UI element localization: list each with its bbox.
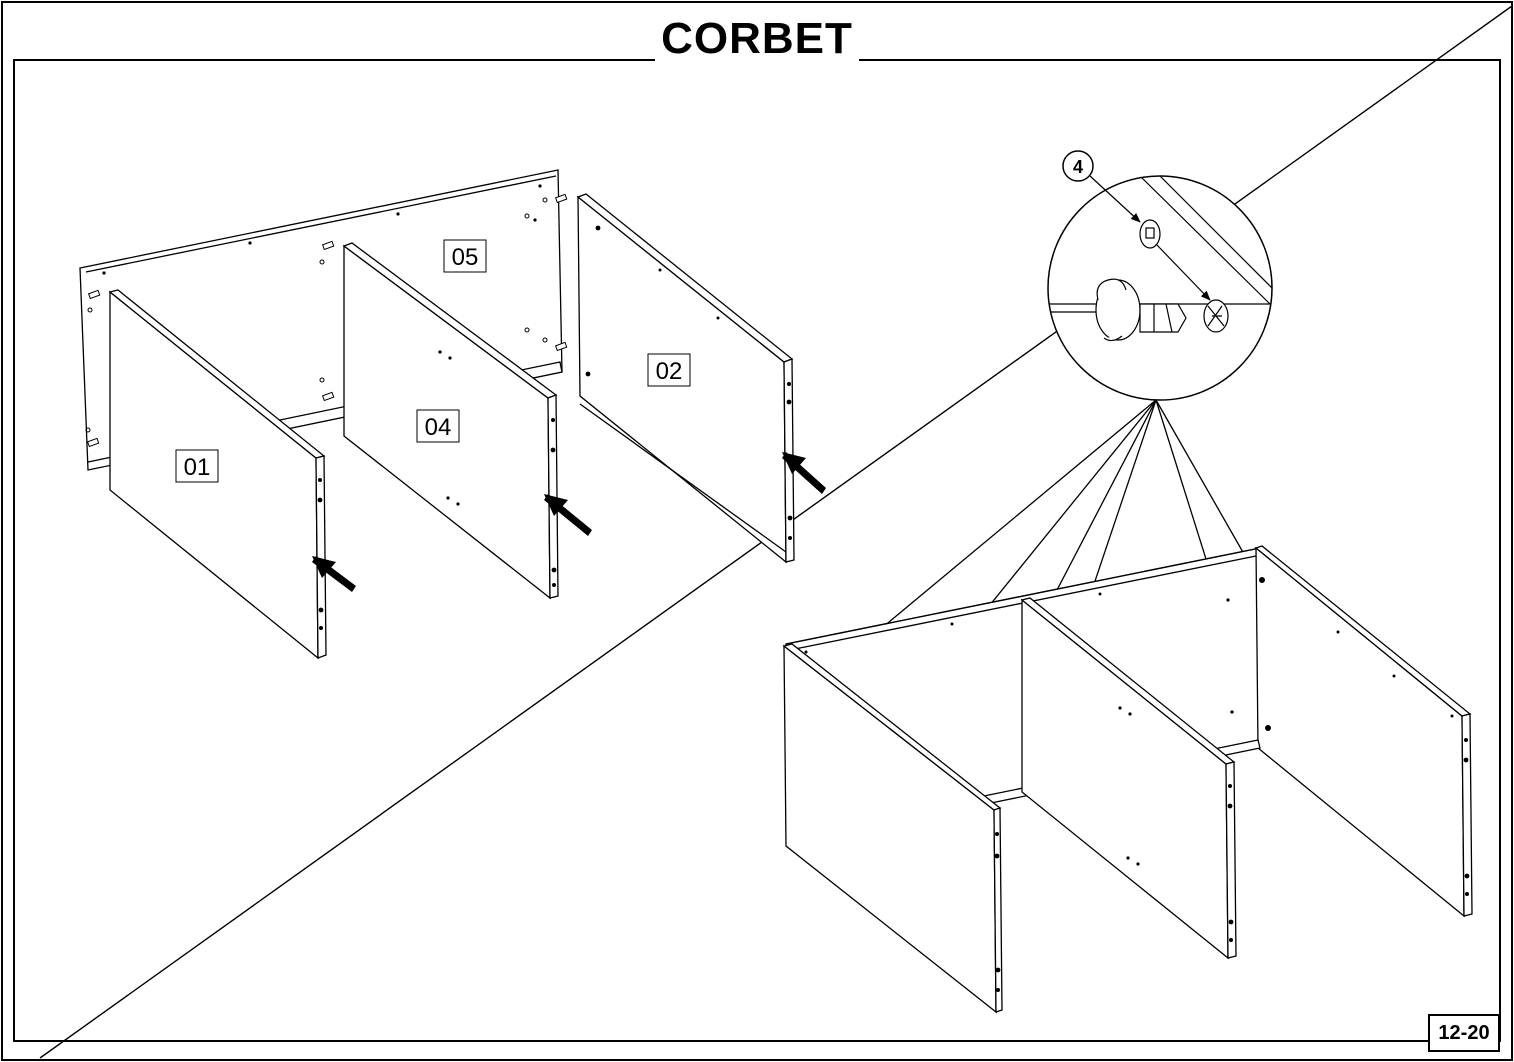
page-title: CORBET [0, 14, 1514, 64]
insert-direction-arrows [312, 452, 826, 592]
cam-lock-detail: 4 [1047, 150, 1273, 401]
assembled-view [782, 545, 1473, 1014]
part-labels: 01 04 05 02 [175, 239, 691, 483]
part-label-04: 04 [425, 414, 452, 441]
arrow-icon [544, 494, 568, 516]
part-label-01: 01 [184, 454, 211, 481]
arrow-icon [312, 556, 336, 578]
part-label-box-02 [647, 353, 691, 387]
part-label-box-04 [416, 409, 460, 443]
part-label-05: 05 [452, 244, 479, 271]
arrow-icon [782, 452, 806, 474]
title-text: CORBET [655, 14, 859, 63]
part-label-02: 02 [656, 358, 683, 385]
connector-bolt-icon [1203, 299, 1229, 333]
page-number-box: 12-20 [1428, 1014, 1500, 1052]
part-label-box-05 [443, 239, 487, 273]
hardware-callout-number: 4 [1073, 157, 1083, 177]
cam-lock-icon [1095, 219, 1187, 342]
hardware-callout-circle [1062, 150, 1094, 182]
part-label-box-01 [175, 449, 219, 483]
